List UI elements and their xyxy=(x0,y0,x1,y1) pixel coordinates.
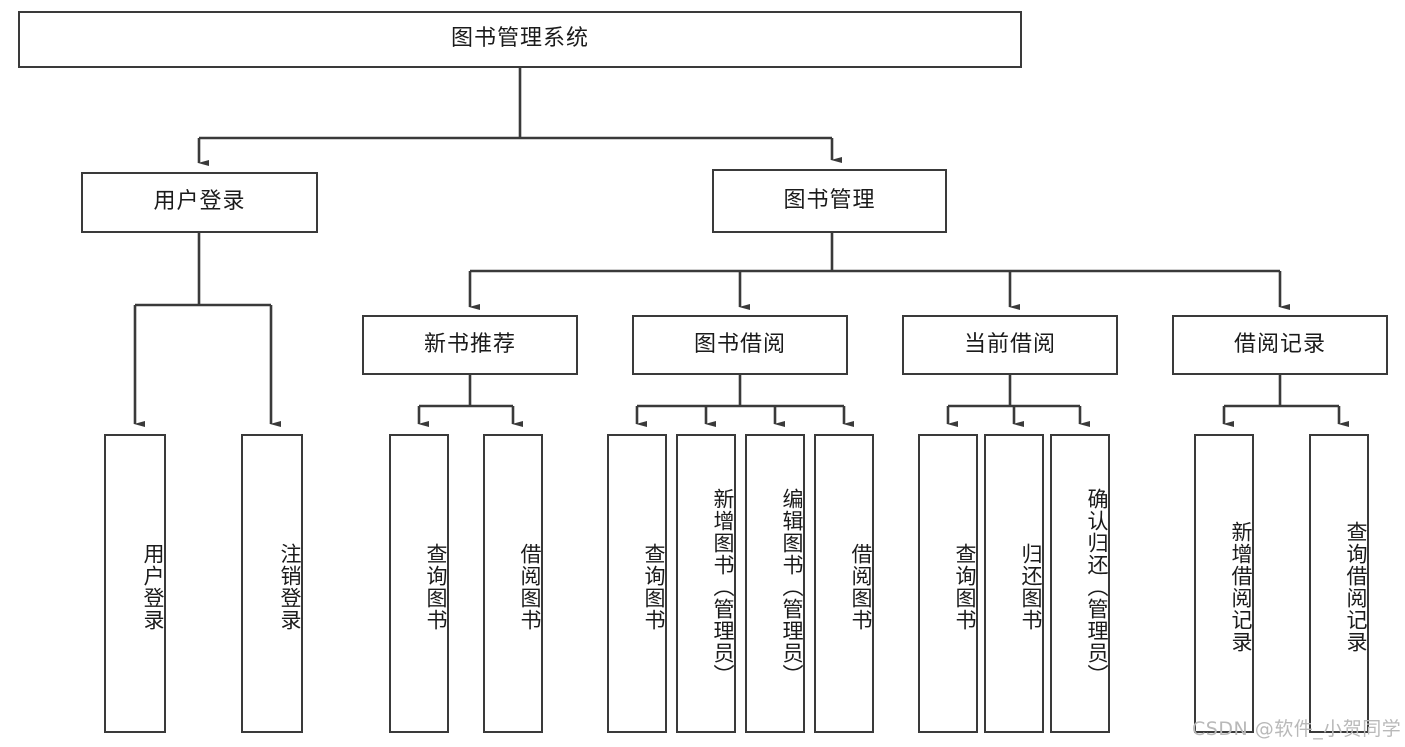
node-label: 借阅图书 xyxy=(849,542,873,631)
node-label: 用户登录 xyxy=(141,542,165,631)
leaf-current-borrow-1[interactable]: 查询图书 xyxy=(918,434,978,733)
node-new-book-recommend[interactable]: 新书推荐 xyxy=(362,315,578,375)
node-root-system[interactable]: 图书管理系统 xyxy=(18,11,1022,68)
leaf-user-login-1[interactable]: 用户登录 xyxy=(104,434,166,733)
leaf-book-borrow-4[interactable]: 借阅图书 xyxy=(814,434,874,733)
node-label: 借阅图书 xyxy=(518,542,542,631)
leaf-book-borrow-1[interactable]: 查询图书 xyxy=(607,434,667,733)
node-label: 注销登录 xyxy=(278,542,302,631)
node-label: 借阅记录 xyxy=(1233,331,1326,357)
node-label: 新增借阅记录 xyxy=(1229,520,1253,653)
leaf-book-borrow-3[interactable]: 编辑图书（管理员） xyxy=(745,434,805,733)
leaf-borrow-record-1[interactable]: 新增借阅记录 xyxy=(1194,434,1254,733)
leaf-book-borrow-2[interactable]: 新增图书（管理员） xyxy=(676,434,736,733)
node-label: 查询图书 xyxy=(424,542,448,631)
node-label: 新书推荐 xyxy=(423,331,516,357)
leaf-new-book-2[interactable]: 借阅图书 xyxy=(483,434,543,733)
node-label: 编辑图书（管理员） xyxy=(780,487,804,686)
leaf-new-book-1[interactable]: 查询图书 xyxy=(389,434,449,733)
node-label: 确认归还（管理员） xyxy=(1085,487,1109,686)
node-user-login[interactable]: 用户登录 xyxy=(81,172,318,233)
node-label: 用户登录 xyxy=(153,189,246,215)
leaf-user-login-2[interactable]: 注销登录 xyxy=(241,434,303,733)
node-book-borrow[interactable]: 图书借阅 xyxy=(632,315,848,375)
node-borrow-record[interactable]: 借阅记录 xyxy=(1172,315,1388,375)
node-current-borrow[interactable]: 当前借阅 xyxy=(902,315,1118,375)
leaf-borrow-record-2[interactable]: 查询借阅记录 xyxy=(1309,434,1369,733)
node-label: 图书借阅 xyxy=(693,331,786,357)
node-label: 新增图书（管理员） xyxy=(711,487,735,686)
node-label: 归还图书 xyxy=(1019,542,1043,631)
leaf-current-borrow-2[interactable]: 归还图书 xyxy=(984,434,1044,733)
leaf-current-borrow-3[interactable]: 确认归还（管理员） xyxy=(1050,434,1110,733)
watermark-text: CSDN @软件_小贺同学 xyxy=(1192,718,1402,740)
node-label: 当前借阅 xyxy=(963,331,1056,357)
node-label: 查询借阅记录 xyxy=(1344,520,1368,653)
node-label: 查询图书 xyxy=(953,542,977,631)
node-label: 图书管理系统 xyxy=(450,26,589,52)
node-label: 图书管理 xyxy=(783,187,876,213)
node-label: 查询图书 xyxy=(642,542,666,631)
node-book-management[interactable]: 图书管理 xyxy=(712,169,947,233)
